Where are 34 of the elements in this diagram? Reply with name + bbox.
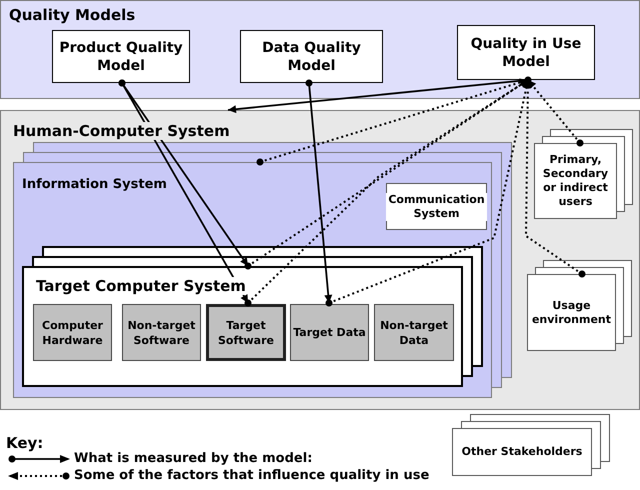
box-label: Computer Hardware — [41, 318, 104, 348]
model-box — [240, 30, 383, 83]
box-label: Target Data — [293, 325, 366, 340]
group-panel — [0, 110, 640, 410]
stacked-panel — [13, 162, 492, 398]
box-label: Quality in Use Model — [470, 34, 582, 70]
box-label: Non-target Data — [379, 318, 449, 348]
box-label: Non-target Software — [126, 318, 196, 348]
group-title: Human-Computer System — [13, 122, 230, 140]
stacked-box — [386, 183, 487, 230]
box-label: Data Quality Model — [261, 38, 362, 74]
stacked-box — [527, 274, 616, 351]
box-label: Communication System — [386, 192, 487, 220]
component-box — [290, 304, 369, 361]
group-title: Target Computer System — [36, 277, 246, 295]
model-box — [52, 30, 190, 83]
legend-text: Some of the factors that influence quality in use — [74, 467, 430, 485]
stacked-panel — [22, 266, 463, 387]
component-box — [122, 304, 201, 361]
box-label: Target Software — [217, 318, 275, 348]
box-label: Product Quality Model — [58, 38, 184, 74]
arrow — [228, 76, 532, 114]
stacked-box — [534, 143, 617, 219]
key-heading: Key: — [6, 433, 44, 454]
group-title: Quality Models — [9, 6, 136, 24]
model-box — [457, 25, 595, 80]
group-panel — [0, 0, 640, 99]
stacked-box — [452, 428, 592, 476]
component-box — [206, 304, 286, 361]
component-box — [33, 304, 112, 361]
component-box — [374, 304, 454, 361]
legend-text: What is measured by the model: — [74, 450, 312, 468]
dotted-arrow — [527, 79, 584, 146]
group-title: Information System — [22, 177, 167, 192]
